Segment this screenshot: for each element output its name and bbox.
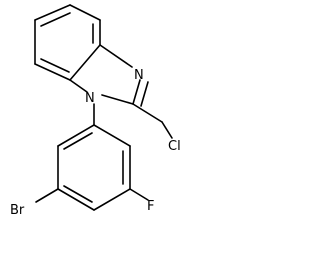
bond-c7-c7a-double [40,58,70,73]
bond-ar2-f [129,188,149,201]
imidazole-ring [69,44,149,107]
bond-c2-n1 [101,94,134,105]
bond-n1-c7a [69,79,88,93]
chloromethyl-group [132,103,173,139]
atom-label-n-imidazole: N [134,68,144,83]
atom-label-chlorine: Cl [168,139,181,154]
atom-label-bromine: Br [10,203,25,218]
bond-ar3-ar4 [93,188,131,211]
bond-ar1-ar2 [93,124,131,147]
bond-ar6-ar1 [57,124,95,147]
bond-ch2-cl [161,121,173,139]
bond-c3a-n3 [99,44,133,68]
bond-ar5-br [35,188,59,203]
atom-label-n-substituted: N [85,91,95,106]
bond-ar4-ar5 [57,188,95,211]
bond-ar6-ar1-double [63,132,93,150]
structure-canvas: N N Cl F Br [10,4,181,218]
bond-c7a-c3a [69,44,101,81]
bond-ar4-ar5-double [63,185,93,203]
bond-c4-c5 [69,4,101,21]
bond-c7-c7a [34,63,71,81]
atom-label-fluorine: F [147,199,154,214]
fluorobromophenyl-ring [57,124,131,211]
bond-c5-c6 [34,4,71,21]
benzo-ring [34,4,101,81]
bond-c2-ch2 [132,103,163,123]
bond-n3-c2 [132,79,141,105]
molecule-structure: N N Cl F Br [10,4,181,218]
bond-c5-c6-double [40,12,71,27]
bond-n3-c2-double [140,81,149,107]
